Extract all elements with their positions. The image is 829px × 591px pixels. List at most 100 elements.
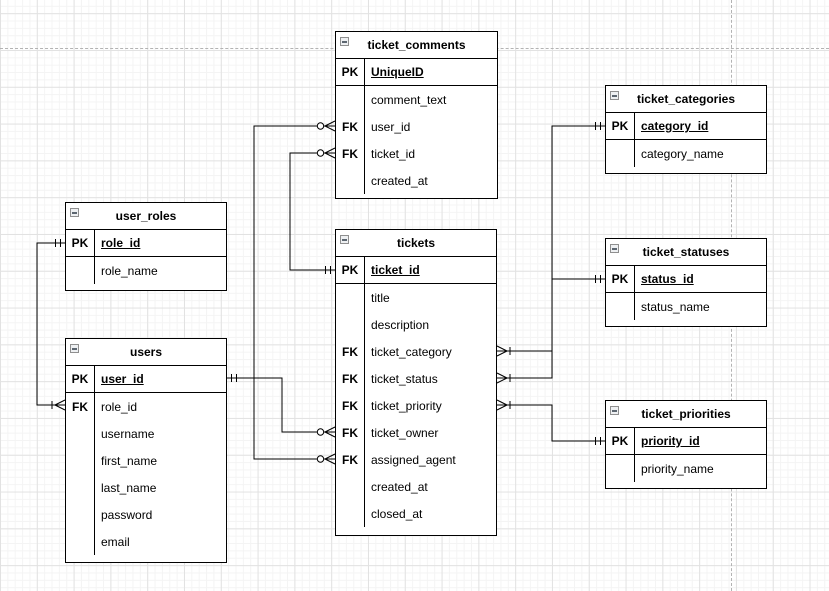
- key-badge: FK: [342, 119, 358, 134]
- row-ticket_comments-UniqueID[interactable]: PK UniqueID: [336, 59, 497, 86]
- row-tickets-ticket_priority[interactable]: FK ticket_priority: [336, 392, 496, 419]
- table-header-ticket_comments[interactable]: ticket_comments: [336, 32, 497, 59]
- table-header-users[interactable]: users: [66, 339, 226, 366]
- table-title: users: [129, 345, 163, 359]
- edge-tickets_ticket_priority--ticket_priorities_priority_id[interactable]: [496, 399, 605, 445]
- row-tickets-assigned_agent[interactable]: FK assigned_agent: [336, 446, 496, 473]
- edge-users_user_id--tickets_ticket_owner[interactable]: [227, 374, 336, 438]
- row-users-username[interactable]: username: [66, 420, 226, 447]
- field-name: username: [101, 426, 155, 441]
- field-name: role_id: [101, 399, 138, 414]
- key-badge: FK: [342, 344, 358, 359]
- field-name: created_at: [371, 173, 428, 188]
- edge-tickets_ticket_category--ticket_categories_category_id[interactable]: [496, 122, 605, 357]
- collapse-icon[interactable]: [340, 37, 349, 46]
- field-name: ticket_status: [371, 371, 438, 386]
- edge-user_roles_role_id--users_role_id[interactable]: [36, 239, 66, 411]
- table-header-ticket_statuses[interactable]: ticket_statuses: [606, 239, 766, 266]
- row-tickets-description[interactable]: description: [336, 311, 496, 338]
- row-ticket_comments-user_id[interactable]: FK user_id: [336, 113, 497, 140]
- key-column-divider: [634, 266, 635, 320]
- edge-tickets_ticket_id--ticket_comments_ticket_id[interactable]: [289, 147, 336, 274]
- key-badge: FK: [72, 399, 88, 414]
- row-users-email[interactable]: email: [66, 528, 226, 555]
- field-name: ticket_owner: [371, 425, 439, 440]
- row-users-role_id[interactable]: FK role_id: [66, 393, 226, 420]
- row-ticket_priorities-priority_name[interactable]: priority_name: [606, 455, 766, 482]
- row-tickets-title[interactable]: title: [336, 284, 496, 311]
- collapse-icon[interactable]: [70, 208, 79, 217]
- key-badge: FK: [342, 398, 358, 413]
- row-tickets-ticket_status[interactable]: FK ticket_status: [336, 365, 496, 392]
- field-name: role_id: [101, 236, 141, 250]
- row-tickets-created_at[interactable]: created_at: [336, 473, 496, 500]
- row-tickets-closed_at[interactable]: closed_at: [336, 500, 496, 527]
- table-header-user_roles[interactable]: user_roles: [66, 203, 226, 230]
- key-badge: FK: [342, 452, 358, 467]
- key-column-divider: [364, 59, 365, 194]
- key-badge: FK: [342, 371, 358, 386]
- field-name: title: [371, 290, 390, 305]
- collapse-icon[interactable]: [610, 91, 619, 100]
- field-name: status_name: [641, 299, 710, 314]
- row-users-first_name[interactable]: first_name: [66, 447, 226, 474]
- table-title: ticket_categories: [636, 92, 736, 106]
- field-name: role_name: [101, 263, 158, 278]
- key-column-divider: [94, 230, 95, 284]
- row-ticket_comments-created_at[interactable]: created_at: [336, 167, 497, 194]
- field-name: user_id: [371, 119, 411, 134]
- field-name: priority_id: [641, 434, 700, 448]
- table-header-ticket_categories[interactable]: ticket_categories: [606, 86, 766, 113]
- field-name: UniqueID: [371, 65, 424, 79]
- key-column-divider: [634, 113, 635, 167]
- row-ticket_comments-comment_text[interactable]: comment_text: [336, 86, 497, 113]
- key-column-divider: [634, 428, 635, 482]
- field-name: first_name: [101, 453, 158, 468]
- edge-ticket_comments_user_id--tickets_assigned_agent[interactable]: [253, 120, 336, 465]
- collapse-icon[interactable]: [340, 235, 349, 244]
- row-ticket_categories-category_name[interactable]: category_name: [606, 140, 766, 167]
- table-title: user_roles: [115, 209, 177, 223]
- row-ticket_statuses-status_name[interactable]: status_name: [606, 293, 766, 320]
- field-name: created_at: [371, 479, 428, 494]
- edge-tickets_ticket_status--ticket_statuses_status_id[interactable]: [496, 275, 605, 384]
- table-header-tickets[interactable]: tickets: [336, 230, 496, 257]
- field-name: assigned_agent: [371, 452, 456, 467]
- key-column-divider: [364, 257, 365, 527]
- row-tickets-ticket_owner[interactable]: FK ticket_owner: [336, 419, 496, 446]
- row-user_roles-role_name[interactable]: role_name: [66, 257, 226, 284]
- key-badge: PK: [341, 65, 359, 79]
- field-name: category_name: [641, 146, 724, 161]
- field-name: ticket_priority: [371, 398, 442, 413]
- field-name: status_id: [641, 272, 694, 286]
- row-users-password[interactable]: password: [66, 501, 226, 528]
- collapse-icon[interactable]: [610, 244, 619, 253]
- field-name: password: [101, 507, 153, 522]
- collapse-icon[interactable]: [610, 406, 619, 415]
- table-title: ticket_statuses: [642, 245, 730, 259]
- key-badge: FK: [342, 425, 358, 440]
- key-badge: PK: [611, 119, 629, 133]
- table-header-ticket_priorities[interactable]: ticket_priorities: [606, 401, 766, 428]
- row-users-last_name[interactable]: last_name: [66, 474, 226, 501]
- collapse-icon[interactable]: [70, 344, 79, 353]
